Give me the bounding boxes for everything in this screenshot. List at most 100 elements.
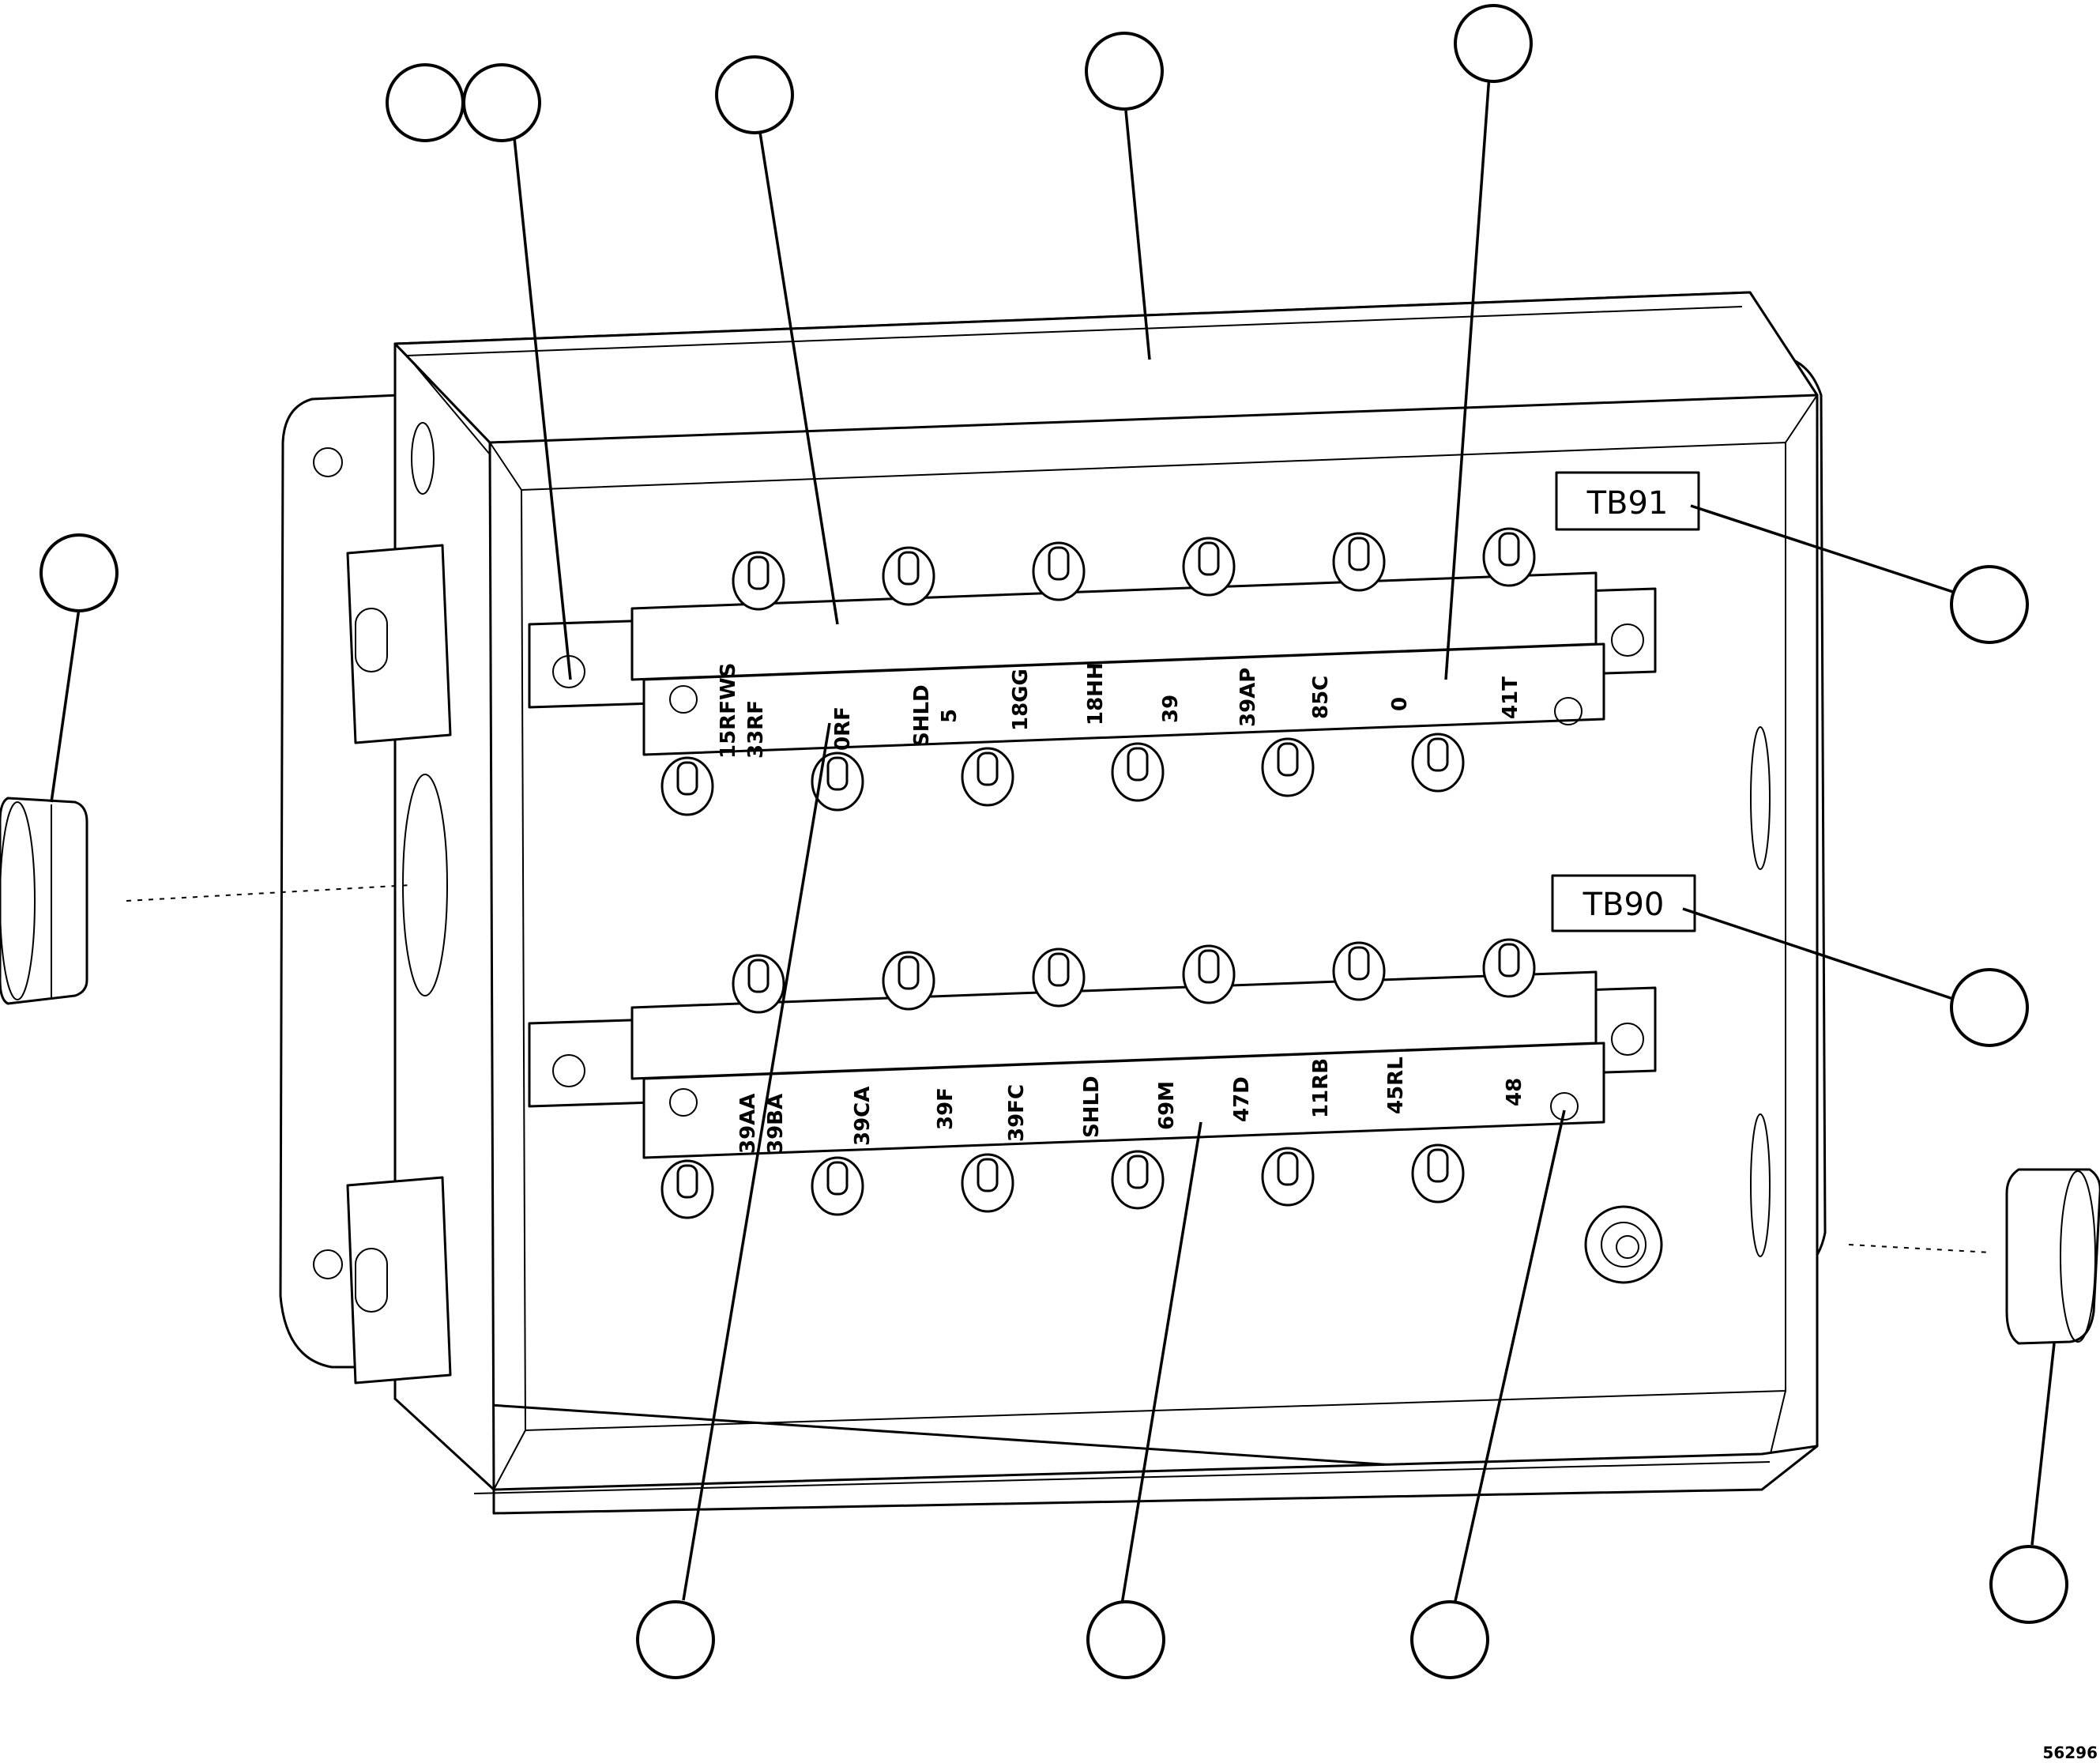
svg-text:0RF: 0RF bbox=[831, 706, 855, 751]
terminal-stud bbox=[961, 747, 1014, 807]
terminal-stud bbox=[660, 1159, 714, 1219]
terminal-stud bbox=[1032, 947, 1086, 1008]
terminal-stud bbox=[811, 1156, 864, 1216]
callout-balloon bbox=[1410, 1600, 1489, 1679]
lower-terminal-label-2: 39CA bbox=[851, 1087, 875, 1146]
upper-terminal-label-1b: 33RF bbox=[744, 700, 768, 759]
upper-terminal-label-9: 0 bbox=[1388, 697, 1412, 711]
terminal-stud bbox=[732, 551, 785, 611]
svg-text:47D: 47D bbox=[1230, 1076, 1254, 1122]
upper-terminal-studs-top bbox=[732, 527, 1536, 611]
terminal-stud bbox=[1482, 938, 1536, 998]
lower-terminal-label-3: 39F bbox=[934, 1087, 958, 1130]
svg-text:33RF: 33RF bbox=[744, 700, 768, 759]
upper-terminal-label-2: 0RF bbox=[831, 706, 855, 751]
svg-text:11RB: 11RB bbox=[1309, 1058, 1333, 1118]
terminal-stud bbox=[1111, 742, 1165, 802]
svg-text:69M: 69M bbox=[1155, 1081, 1179, 1130]
callout-balloon bbox=[1989, 1545, 2068, 1624]
terminal-stud bbox=[1261, 1147, 1315, 1207]
terminal-stud bbox=[882, 951, 935, 1011]
lower-terminal-label-9: 45RL bbox=[1384, 1057, 1408, 1114]
svg-text:85C: 85C bbox=[1309, 676, 1333, 719]
lower-terminal-label-10: 48 bbox=[1503, 1078, 1526, 1106]
lower-terminal-label-8: 11RB bbox=[1309, 1058, 1333, 1118]
terminal-stud bbox=[1182, 537, 1236, 597]
svg-text:39CA: 39CA bbox=[851, 1087, 875, 1146]
terminal-stud bbox=[882, 546, 935, 606]
upper-strip-screw-left bbox=[669, 685, 698, 714]
terminal-stud bbox=[1032, 541, 1086, 601]
callout-balloon bbox=[1085, 32, 1164, 111]
terminal-stud bbox=[732, 954, 785, 1014]
svg-text:39AA: 39AA bbox=[736, 1094, 760, 1154]
lower-terminal-label-1a: 39AA bbox=[736, 1094, 760, 1154]
lower-terminal-studs-bottom bbox=[660, 1143, 1465, 1219]
svg-text:TB90: TB90 bbox=[1583, 887, 1665, 923]
lower-mounting-screw-left bbox=[552, 1054, 585, 1087]
upper-terminal-label-10: 41T bbox=[1499, 676, 1522, 719]
lower-terminal-label-6: 69M bbox=[1155, 1081, 1179, 1130]
terminal-stud bbox=[660, 756, 714, 816]
terminal-stud bbox=[811, 752, 864, 812]
upper-terminal-label-7: 39AP bbox=[1236, 668, 1260, 727]
svg-text:18GG: 18GG bbox=[1009, 669, 1033, 731]
callout-balloon bbox=[462, 63, 541, 142]
svg-text:5: 5 bbox=[938, 709, 962, 723]
svg-text:39FC: 39FC bbox=[1005, 1084, 1029, 1142]
terminal-stud bbox=[1111, 1150, 1165, 1210]
terminal-stud bbox=[1182, 944, 1236, 1004]
terminal-stud bbox=[961, 1153, 1014, 1213]
lower-terminal-studs-top bbox=[732, 938, 1536, 1014]
svg-text:48: 48 bbox=[1503, 1078, 1526, 1106]
tag-tb90: TB90 bbox=[1551, 874, 1696, 932]
svg-text:0: 0 bbox=[1388, 697, 1412, 711]
lower-strip-screw-left bbox=[669, 1088, 698, 1117]
svg-text:15RFWS: 15RFWS bbox=[717, 663, 740, 759]
svg-text:39BA: 39BA bbox=[764, 1094, 788, 1154]
svg-text:TB91: TB91 bbox=[1586, 485, 1669, 522]
upper-strip-screw-right bbox=[1554, 697, 1583, 725]
svg-text:18HH: 18HH bbox=[1084, 662, 1108, 725]
svg-text:SHLD: SHLD bbox=[1080, 1076, 1104, 1138]
callout-balloon bbox=[636, 1600, 715, 1679]
lower-terminal-label-1b: 39BA bbox=[764, 1094, 788, 1154]
upper-marker-strip bbox=[642, 642, 1605, 756]
upper-terminal-studs-bottom bbox=[660, 733, 1465, 816]
callout-balloon bbox=[386, 63, 465, 142]
upper-terminal-block: 15RFWS 33RF 0RF SHLD 5 18GG 18HH 39 39AP… bbox=[528, 527, 1657, 816]
terminal-stud bbox=[1411, 733, 1465, 793]
callout-balloon bbox=[1086, 1600, 1165, 1679]
svg-text:39AP: 39AP bbox=[1236, 668, 1260, 727]
hole-plug-right bbox=[2005, 1168, 2100, 1345]
upper-terminal-label-4: 18GG bbox=[1009, 669, 1033, 731]
callout-balloon bbox=[715, 55, 794, 134]
figure-number: 56296 bbox=[2042, 1743, 2098, 1762]
centerline-right bbox=[1848, 1244, 1992, 1253]
upper-mounting-screw-right bbox=[1611, 623, 1644, 657]
centerline-left bbox=[126, 884, 412, 902]
svg-text:39F: 39F bbox=[934, 1087, 958, 1130]
tag-tb91: TB91 bbox=[1555, 471, 1700, 531]
callout-balloon bbox=[40, 533, 119, 612]
hole-plug-left bbox=[0, 797, 88, 1005]
upper-terminal-label-1a: 15RFWS bbox=[717, 663, 740, 759]
terminal-stud bbox=[1332, 532, 1386, 592]
upper-terminal-label-3b: 5 bbox=[938, 709, 962, 723]
lower-terminal-block: 39AA 39BA 39CA 39F 39FC SHLD 69M 47D 11R… bbox=[528, 938, 1657, 1219]
lower-strip-screw-right bbox=[1550, 1092, 1579, 1121]
lower-terminal-label-7: 47D bbox=[1230, 1076, 1254, 1122]
lower-marker-strip bbox=[642, 1042, 1605, 1159]
svg-text:41T: 41T bbox=[1499, 676, 1522, 719]
callout-balloon bbox=[1950, 565, 2029, 644]
callout-balloon bbox=[1950, 968, 2029, 1047]
upper-terminal-label-3a: SHLD bbox=[910, 684, 934, 747]
svg-text:45RL: 45RL bbox=[1384, 1057, 1408, 1114]
lower-terminal-label-4: 39FC bbox=[1005, 1084, 1029, 1142]
lower-terminal-label-5: SHLD bbox=[1080, 1076, 1104, 1138]
svg-text:39: 39 bbox=[1159, 695, 1183, 723]
upper-terminal-label-8: 85C bbox=[1309, 676, 1333, 719]
lower-mounting-screw-right bbox=[1611, 1023, 1644, 1056]
upper-terminal-label-6: 39 bbox=[1159, 695, 1183, 723]
